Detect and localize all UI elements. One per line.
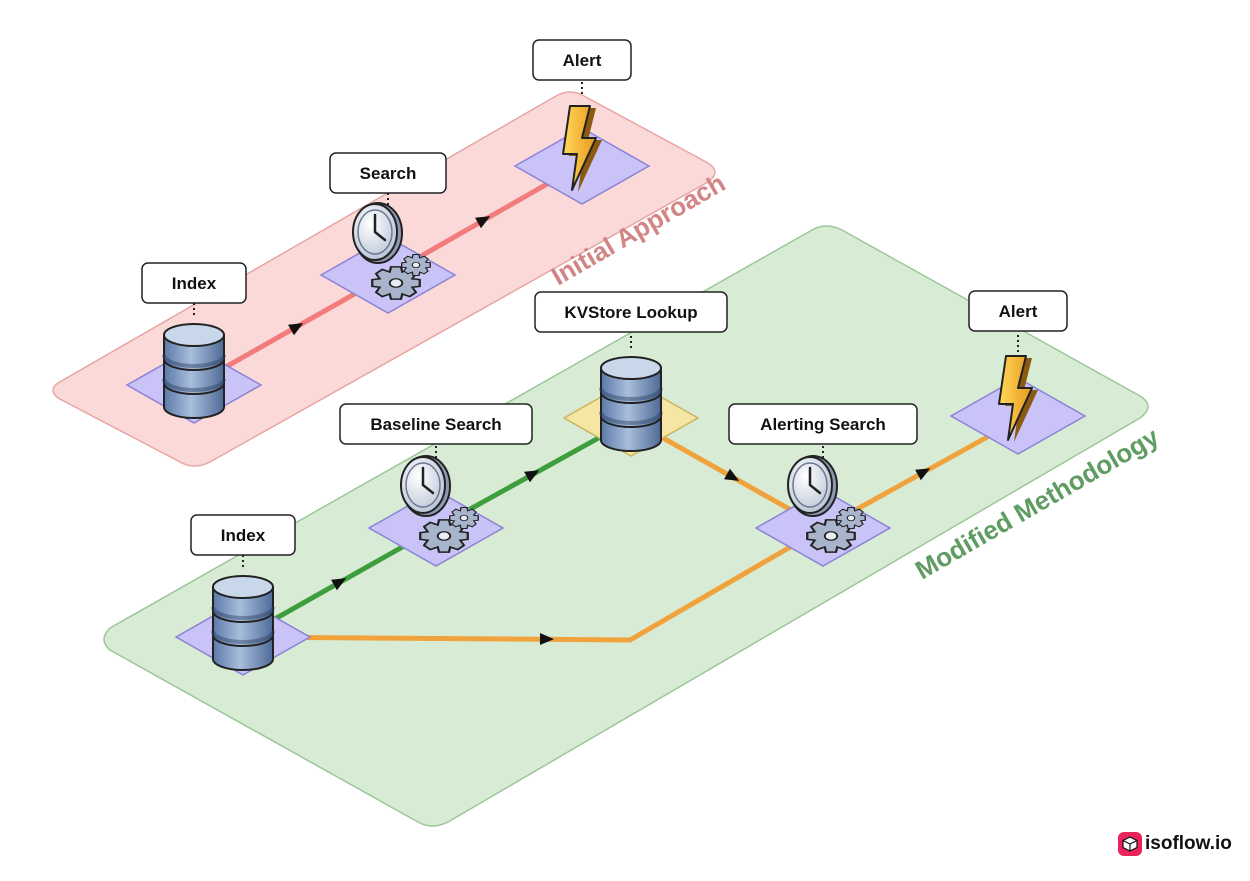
node-kvstore-lookup[interactable]: KVStore Lookup	[534, 291, 728, 457]
node-label: KVStore Lookup	[564, 303, 697, 322]
node-alerting-search[interactable]: Alerting Search	[728, 403, 918, 567]
node-baseline-search[interactable]: Baseline Search	[339, 403, 533, 567]
node-label: Alerting Search	[760, 415, 886, 434]
node-label: Alert	[999, 302, 1038, 321]
brand-text: isoflow.io	[1145, 833, 1232, 854]
node-label: Index	[172, 274, 217, 293]
connector-index-to-alerting-search	[242, 525, 825, 645]
node-label: Baseline Search	[370, 415, 501, 434]
node-initial-index[interactable]: Index	[125, 262, 263, 424]
database-icon	[162, 322, 226, 420]
modified-methodology-zone	[103, 225, 1149, 827]
node-label: Alert	[563, 51, 602, 70]
node-initial-alert[interactable]: Alert	[513, 39, 651, 205]
database-icon	[599, 355, 663, 453]
database-icon	[211, 574, 275, 672]
node-label: Search	[360, 164, 417, 183]
node-initial-search[interactable]: Search	[319, 152, 457, 314]
isoflow-logo-icon	[1118, 832, 1142, 856]
node-label: Index	[221, 526, 266, 545]
node-modified-index[interactable]: Index	[174, 514, 312, 676]
isoflow-brand[interactable]: isoflow.io	[1118, 832, 1232, 856]
node-modified-alert[interactable]: Alert	[949, 290, 1087, 455]
